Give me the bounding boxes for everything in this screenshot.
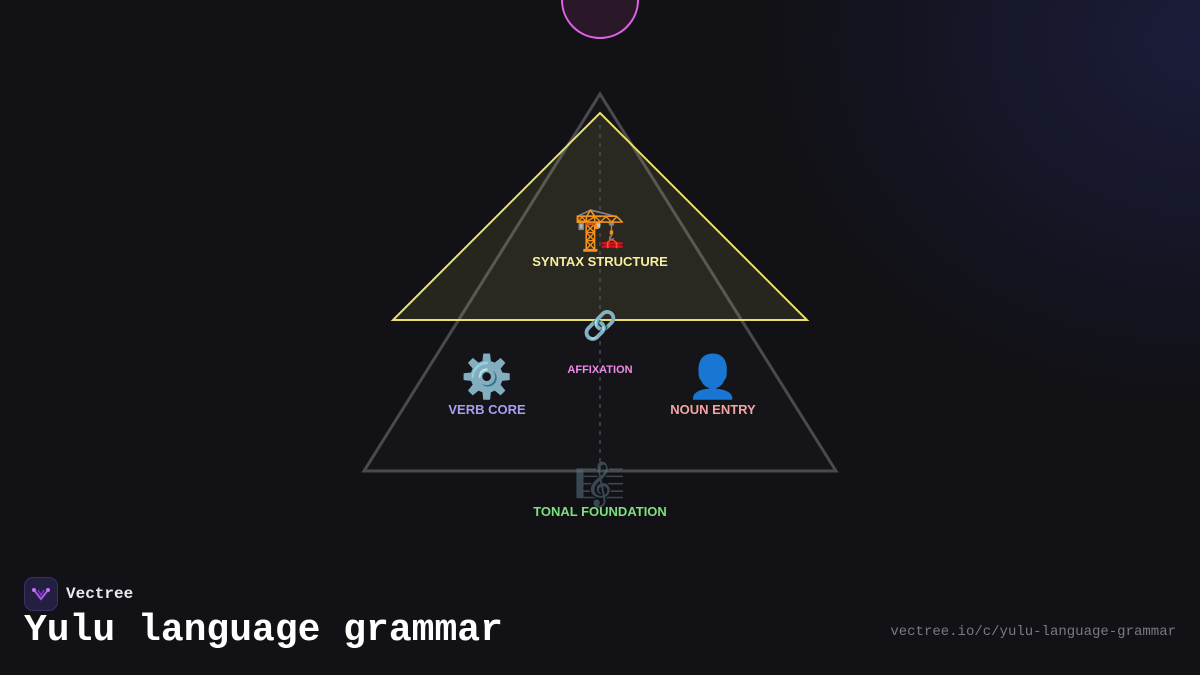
affixation-label: AFFIXATION bbox=[567, 364, 633, 376]
node-tonal-foundation: 🎼 TONAL FOUNDATION bbox=[533, 461, 667, 520]
node-noun-entry: 👤 NOUN ENTRY bbox=[670, 353, 756, 418]
page-url[interactable]: vectree.io/c/yulu-language-grammar bbox=[890, 624, 1176, 640]
brand-name: Vectree bbox=[66, 585, 134, 603]
brand: Vectree bbox=[24, 577, 133, 611]
node-affixation: 🔗 AFFIXATION bbox=[567, 310, 633, 377]
top-circle bbox=[561, 0, 639, 39]
music-score-icon: 🎼 bbox=[573, 461, 627, 508]
gear-icon: ⚙️ bbox=[460, 353, 514, 400]
tonal-foundation-label: TONAL FOUNDATION bbox=[533, 504, 667, 519]
verb-core-label: VERB CORE bbox=[448, 402, 526, 417]
person-icon: 👤 bbox=[686, 353, 740, 400]
outer-triangle bbox=[361, 91, 839, 473]
noun-entry-label: NOUN ENTRY bbox=[670, 402, 756, 417]
chain-link-icon: 🔗 bbox=[582, 310, 618, 341]
logo-mark bbox=[32, 588, 50, 601]
node-verb-core: ⚙️ VERB CORE bbox=[448, 353, 526, 418]
construction-crane-icon: 🏗️ bbox=[573, 205, 627, 252]
page-title: Yulu language grammar bbox=[24, 609, 503, 652]
vectree-logo-icon bbox=[24, 577, 58, 611]
syntax-structure-label: SYNTAX STRUCTURE bbox=[532, 254, 668, 269]
node-syntax-structure: 🏗️ SYNTAX STRUCTURE bbox=[532, 205, 668, 270]
